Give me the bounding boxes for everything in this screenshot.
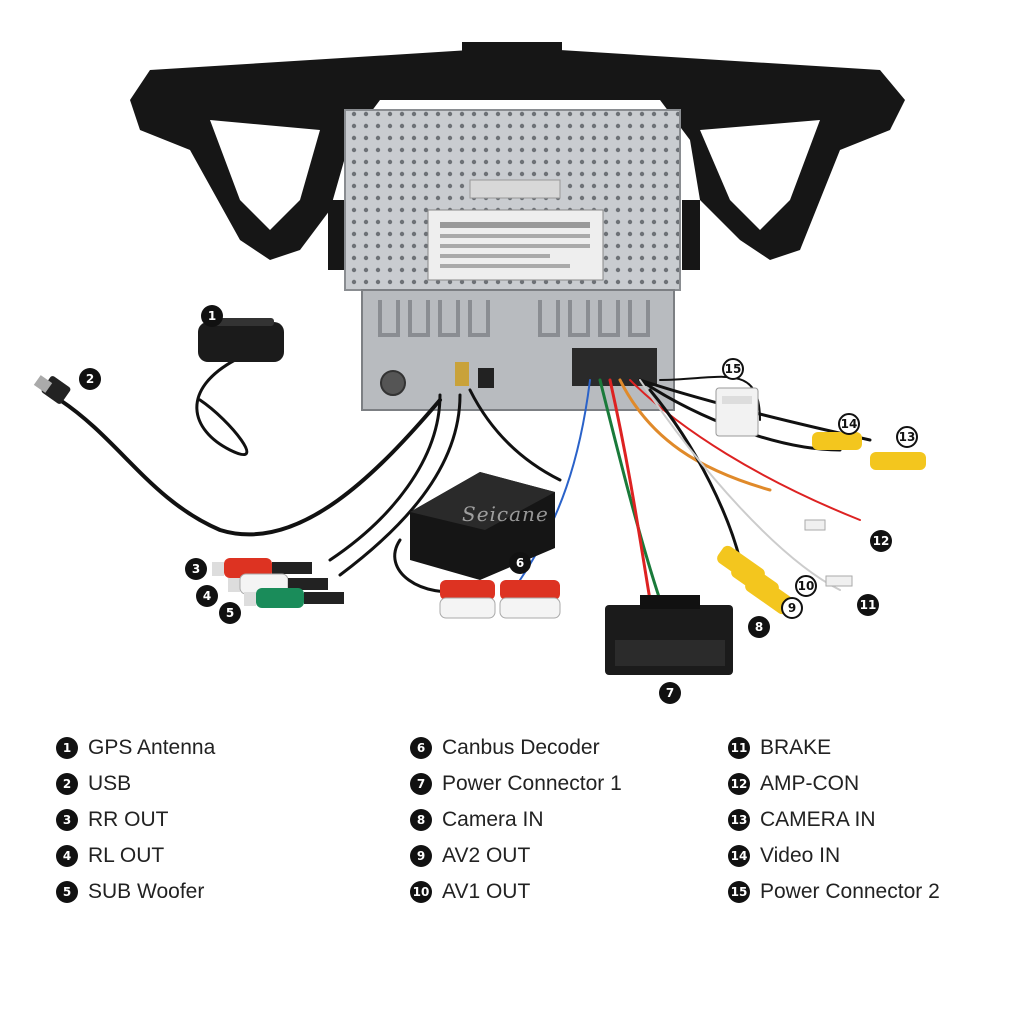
callout-12: 12 [870,530,892,552]
callout-3: 3 [185,558,207,580]
wire-harness [58,358,872,602]
legend-item: 10 AV1 OUT [410,874,622,910]
legend: 1 GPS Antenna 2 USB 3 RR OUT 4 RL OUT 5 SUB W… [56,730,996,920]
legend-label: AMP-CON [760,772,860,795]
legend-label: Video IN [760,844,841,867]
legend-label: AV1 OUT [442,880,531,903]
callout-15: 15 [722,358,744,380]
callout-1: 1 [201,305,223,327]
legend-item: 7 Power Connector 1 [410,766,622,802]
legend-label: Camera IN [442,808,544,831]
legend-badge: 13 [728,809,750,831]
callout-2: 2 [79,368,101,390]
legend-column-2: 6 Canbus Decoder 7 Power Connector 1 8 Came… [410,730,622,910]
legend-label: USB [88,772,132,795]
mounting-frame [130,42,905,270]
callout-4: 4 [196,585,218,607]
callout-5: 5 [219,602,241,624]
legend-item: 9 AV2 OUT [410,838,622,874]
legend-badge: 5 [56,881,78,903]
legend-item: 14 Video IN [728,838,940,874]
legend-item: 12 AMP-CON [728,766,940,802]
legend-item: 13 CAMERA IN [728,802,940,838]
legend-label: RL OUT [88,844,165,867]
chassis-top-cover [344,109,681,291]
power-connector-1 [605,595,733,675]
product-illustration: Seicane 1 2 3 4 5 6 7 8 9 10 11 12 13 14… [33,42,926,704]
legend-item: 8 Camera IN [410,802,622,838]
wire-tails [804,519,853,587]
watermark: Seicane [462,502,549,526]
rca-audio-plugs [212,558,344,608]
legend-column-3: 11 BRAKE 12 AMP-CON 13 CAMERA IN 14 Video IN… [728,730,940,910]
callout-9: 9 [781,597,803,619]
legend-badge: 9 [410,845,432,867]
legend-label: CAMERA IN [760,808,876,831]
callout-11: 11 [857,594,879,616]
callout-6: 6 [509,552,531,574]
legend-item: 4 RL OUT [56,838,215,874]
legend-badge: 6 [410,737,432,759]
legend-column-1: 1 GPS Antenna 2 USB 3 RR OUT 4 RL OUT 5 SUB W… [56,730,215,910]
legend-label: AV2 OUT [442,844,531,867]
callout-8: 8 [748,616,770,638]
canbus-decoder-box [410,472,555,580]
yellow-rca-plugs [717,432,926,615]
legend-item: 15 Power Connector 2 [728,874,940,910]
decoder-rca-plugs [439,580,561,619]
legend-item: 1 GPS Antenna [56,730,215,766]
legend-badge: 8 [410,809,432,831]
legend-item: 2 USB [56,766,215,802]
legend-badge: 12 [728,773,750,795]
legend-badge: 14 [728,845,750,867]
legend-badge: 4 [56,845,78,867]
callout-14: 14 [838,413,860,435]
legend-label: RR OUT [88,808,169,831]
callout-13: 13 [896,426,918,448]
legend-badge: 3 [56,809,78,831]
callout-10: 10 [795,575,817,597]
legend-label: Power Connector 2 [760,880,940,903]
legend-label: BRAKE [760,736,832,759]
callout-7: 7 [659,682,681,704]
legend-item: 6 Canbus Decoder [410,730,622,766]
legend-badge: 1 [56,737,78,759]
gps-antenna [198,318,284,362]
legend-item: 11 BRAKE [728,730,940,766]
legend-badge: 11 [728,737,750,759]
legend-item: 3 RR OUT [56,802,215,838]
legend-label: SUB Woofer [88,880,205,903]
legend-item: 5 SUB Woofer [56,874,215,910]
legend-badge: 2 [56,773,78,795]
usb-plug [33,375,71,404]
legend-label: Power Connector 1 [442,772,622,795]
legend-label: GPS Antenna [88,736,216,759]
power-connector-2 [715,387,759,437]
legend-badge: 15 [728,881,750,903]
chassis-rear-panel [361,289,675,411]
legend-badge: 10 [410,881,432,903]
legend-label: Canbus Decoder [442,736,600,759]
legend-badge: 7 [410,773,432,795]
